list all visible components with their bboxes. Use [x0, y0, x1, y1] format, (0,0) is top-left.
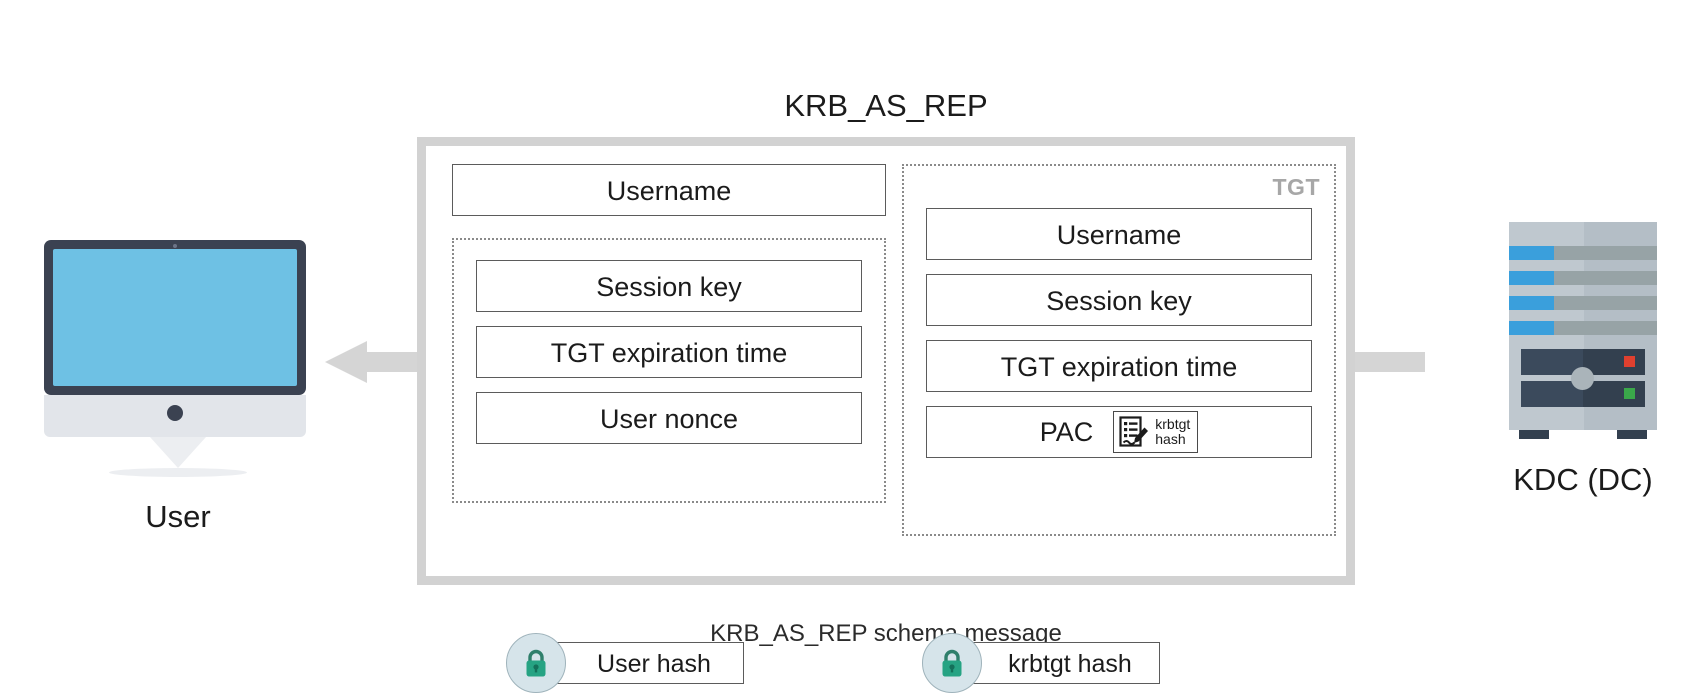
monitor-stand-neck: [150, 437, 206, 468]
kdc-node: KDC (DC): [1483, 222, 1683, 498]
desktop-monitor-icon: [44, 240, 312, 477]
monitor-bezel: [44, 240, 306, 395]
pac-signature-line1: krbtgt: [1155, 416, 1191, 432]
user-hash-encryption-row: User hash: [506, 633, 744, 693]
message-right-column: TGT Username Session key TGT expiration …: [902, 164, 1336, 536]
krb-as-rep-message-frame: Username Session key TGT expiration time…: [417, 137, 1355, 693]
field-tgt-session-key: Session key: [926, 274, 1312, 326]
server-slot-3: [1509, 296, 1657, 310]
user-hash-encrypted-block: Session key TGT expiration time User non…: [452, 238, 886, 503]
monitor-stand-base: [109, 468, 247, 477]
server-front-panel: [1521, 349, 1645, 407]
padlock-icon: [922, 633, 982, 693]
page-title: KRB_AS_REP: [784, 88, 988, 123]
tgt-encrypted-block: TGT Username Session key TGT expiration …: [902, 164, 1336, 536]
server-power-knob-icon: [1571, 367, 1594, 390]
monitor-chin: [44, 395, 306, 437]
server-foot-left: [1519, 430, 1549, 439]
field-tgt-username: Username: [926, 208, 1312, 260]
user-label: User: [145, 499, 211, 534]
server-slot-1: [1509, 246, 1657, 260]
webcam-dot-icon: [173, 244, 177, 248]
server-slot-4: [1509, 321, 1657, 335]
field-username-plain: Username: [452, 164, 886, 216]
field-tgt-expiration-time: TGT expiration time: [926, 340, 1312, 392]
message-left-column: Username Session key TGT expiration time…: [452, 164, 886, 503]
status-led-red-icon: [1624, 356, 1635, 367]
krbtgt-hash-encryption-row: krbtgt hash: [922, 633, 1160, 693]
field-user-nonce: User nonce: [476, 392, 862, 444]
krbtgt-hash-label: krbtgt hash: [954, 642, 1160, 684]
pac-signature-text: krbtgt hash: [1155, 417, 1190, 447]
server-drive-bay-bottom: [1521, 381, 1645, 407]
monitor-power-dot-icon: [167, 405, 183, 421]
server-foot-right: [1617, 430, 1647, 439]
kdc-label: KDC (DC): [1513, 462, 1653, 497]
server-slot-2: [1509, 271, 1657, 285]
field-pac: PAC krbtgt hash: [926, 406, 1312, 458]
pac-signature-badge: krbtgt hash: [1113, 411, 1199, 453]
signed-document-icon: [1119, 416, 1149, 447]
status-led-green-icon: [1624, 388, 1635, 399]
server-chassis: [1509, 222, 1657, 439]
padlock-icon: [506, 633, 566, 693]
field-tgt-expiration-time: TGT expiration time: [476, 326, 862, 378]
user-hash-label: User hash: [538, 642, 744, 684]
monitor-screen: [53, 249, 297, 386]
pac-signature-line2: hash: [1155, 431, 1186, 447]
tgt-corner-label: TGT: [1272, 174, 1320, 200]
pac-label: PAC: [1039, 416, 1094, 447]
field-session-key: Session key: [476, 260, 862, 312]
server-tower-icon: [1483, 222, 1683, 439]
user-node: User: [44, 240, 312, 535]
